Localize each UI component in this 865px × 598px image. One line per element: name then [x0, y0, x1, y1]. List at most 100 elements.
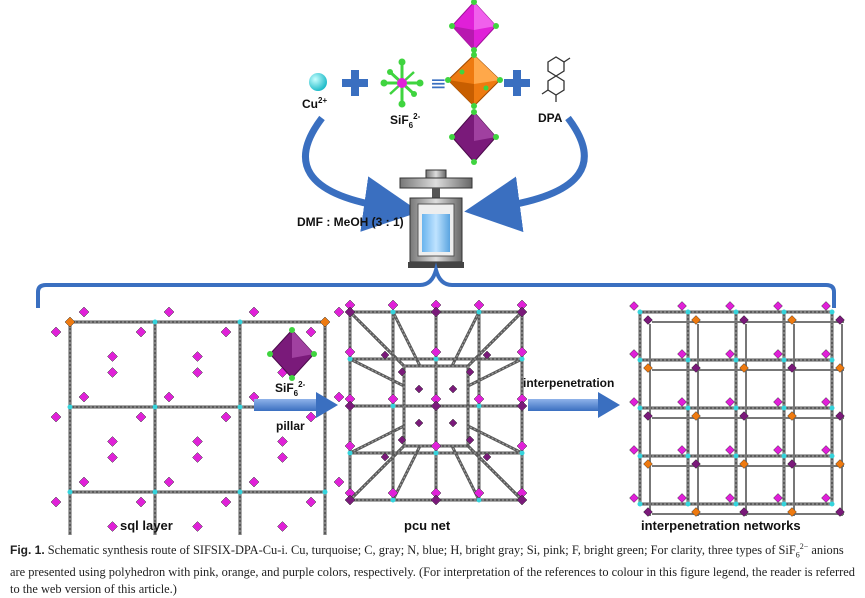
cu-node — [685, 501, 691, 507]
sif6-octahedron — [397, 367, 407, 377]
sif6-octahedron — [107, 452, 118, 463]
sif6-octahedron — [305, 326, 317, 338]
sif6-octahedron — [787, 507, 797, 517]
cu-node — [637, 453, 643, 459]
cu-node — [237, 404, 243, 410]
caption-text-start: Schematic synthesis route of SIFSIX-DPA-… — [44, 543, 796, 558]
pore — [799, 327, 827, 355]
sif6-octahedron — [473, 393, 485, 405]
cu-node — [685, 405, 691, 411]
cu-node — [781, 501, 787, 507]
pore — [703, 471, 731, 499]
sif6-octahedron — [643, 363, 653, 373]
pore — [703, 375, 731, 403]
sif6-octahedron — [50, 496, 62, 508]
cu-node — [390, 403, 396, 409]
sif6-octahedron — [773, 349, 783, 359]
sif6-octahedron — [50, 411, 62, 423]
sif6-octahedron — [333, 391, 345, 403]
sif6-octahedron — [739, 315, 749, 325]
interpenetration-label: interpenetration — [523, 376, 614, 390]
pillar-arrow — [254, 392, 338, 418]
sif6-octahedron — [773, 397, 783, 407]
sif6-octahedron — [397, 435, 407, 445]
sif6-octahedron — [387, 393, 399, 405]
pcu-net-caption: pcu net — [404, 518, 451, 533]
cu-node — [685, 453, 691, 459]
sif6-octahedron — [629, 397, 639, 407]
pore — [655, 375, 683, 403]
sif6-octahedron — [430, 400, 442, 412]
sif6-octahedron — [643, 507, 653, 517]
sif6-octahedron — [516, 346, 528, 358]
sif6-octahedron — [725, 349, 735, 359]
distribution-bracket — [36, 262, 836, 308]
sif6-octahedron — [516, 440, 528, 452]
sif6-octahedron — [739, 507, 749, 517]
autoclave-icon — [399, 169, 473, 268]
sif6-octahedron — [677, 493, 687, 503]
orange-octahedron — [445, 52, 503, 109]
dpa-linker — [467, 357, 523, 388]
sif6-octahedron — [725, 397, 735, 407]
cu-node — [685, 357, 691, 363]
sif6-octahedron — [643, 459, 653, 469]
cu-node — [433, 450, 439, 456]
caption-superscript: 2− — [799, 542, 809, 551]
sif6-octahedron — [248, 476, 260, 488]
dpa-linker-detail — [349, 311, 405, 367]
sif6-octahedron — [305, 411, 317, 423]
sif6-octahedron — [430, 440, 442, 452]
synthesis-scheme-figure: Cu2+ SiF62- ≡ — [36, 0, 845, 535]
cu-node — [829, 405, 835, 411]
plus-sign-2 — [504, 70, 530, 96]
cu-node — [829, 501, 835, 507]
sif6-octahedron — [192, 521, 203, 532]
sif6-octahedron — [305, 496, 317, 508]
sif6-octahedron — [739, 411, 749, 421]
sif6-octahedron — [677, 445, 687, 455]
sif6-octahedron — [220, 496, 232, 508]
sif6-octahedron — [821, 397, 831, 407]
sif6-octahedron — [835, 459, 845, 469]
sif6-octahedron — [787, 363, 797, 373]
sif6-octahedron — [691, 507, 701, 517]
sif6-octahedron — [78, 306, 90, 318]
sif6-octahedron — [773, 301, 783, 311]
sif6-octahedron — [192, 367, 203, 378]
sif6-octahedron — [344, 400, 356, 412]
cu-node — [67, 404, 73, 410]
sif6-octahedron — [333, 476, 345, 488]
sif6-octahedron — [465, 435, 475, 445]
sif6-octahedron — [107, 367, 118, 378]
sif6-octahedron — [643, 411, 653, 421]
pillar-label: pillar — [276, 419, 305, 433]
dpa-linker-detail — [467, 311, 523, 367]
dpa-linker — [450, 311, 481, 367]
sif6-octahedron — [516, 306, 528, 318]
sif6-octahedron — [135, 326, 147, 338]
caption-subscript: 6 — [795, 550, 800, 560]
cu-node — [390, 497, 396, 503]
sif6-octahedron — [773, 445, 783, 455]
cu-node — [781, 357, 787, 363]
pore — [655, 423, 683, 451]
interpenetration-networks-caption: interpenetration networks — [641, 518, 801, 533]
cu-node — [637, 405, 643, 411]
sif6-octahedron — [344, 306, 356, 318]
sif6-octahedron — [516, 494, 528, 506]
cu-node — [152, 404, 158, 410]
sif6-octahedron — [344, 494, 356, 506]
pore — [799, 375, 827, 403]
pink-octahedron — [449, 0, 499, 53]
sif6-octahedron — [677, 301, 687, 311]
sif6-octahedron — [725, 445, 735, 455]
cu-node — [733, 357, 739, 363]
pcu-net-panel — [344, 299, 528, 506]
cu-node — [637, 309, 643, 315]
sif6-octahedron — [835, 315, 845, 325]
dpa-linker-detail — [349, 445, 405, 501]
right-curved-arrow — [464, 115, 588, 233]
sif6-octahedron — [163, 306, 175, 318]
sif6-octahedron — [380, 350, 390, 360]
